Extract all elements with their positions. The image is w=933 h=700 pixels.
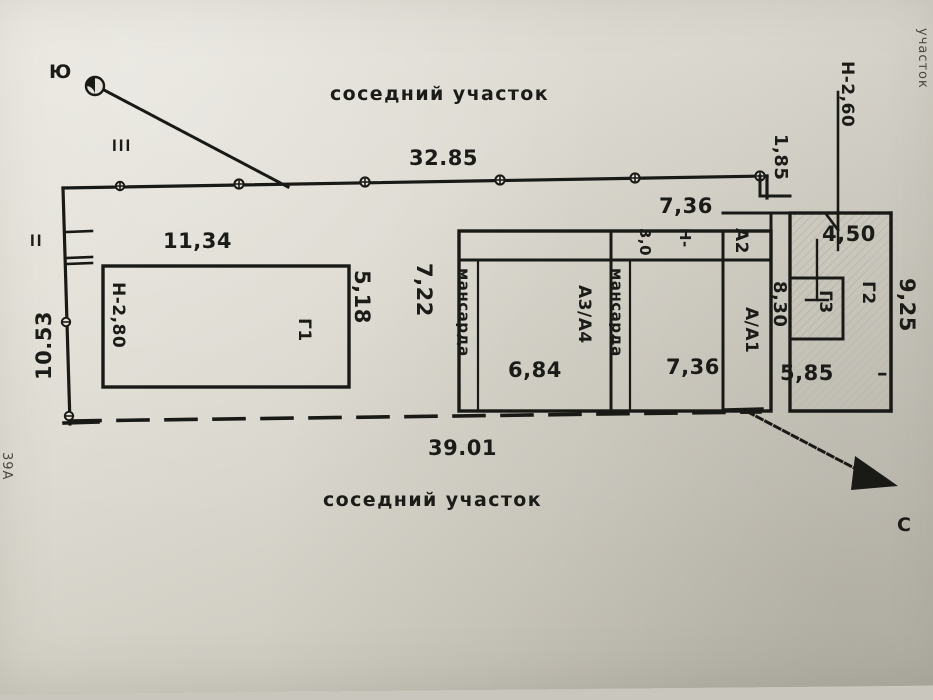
label-g1-height: Н-2,80 [108, 282, 128, 349]
dim-g1-width: 11,34 [163, 229, 232, 253]
neighbor-plot-bottom-label: соседний участок [323, 489, 543, 511]
label-aa1: А/А1 [741, 307, 761, 354]
compass-north-label: С [897, 514, 913, 536]
dim-boundary-right: 9,25 [895, 278, 919, 332]
plot-boundary-top [61, 174, 769, 190]
label-mansarda-left: мансарда [455, 268, 473, 357]
point-marker-two: II [30, 231, 44, 250]
vertex-cross-ticks [61, 171, 765, 417]
dim-aa1-width: 7,36 [666, 355, 720, 379]
building-g1-outline [101, 264, 351, 389]
label-a3a4: А3/А4 [574, 285, 594, 344]
label-mansarda-right: мансарда [608, 268, 626, 357]
edge-fragment-bottom-left: 39А [0, 452, 14, 481]
north-arrow-head [851, 456, 898, 490]
label-aa1-height-value: 3,0 [636, 228, 654, 257]
dim-boundary-left: 10.53 [32, 311, 56, 380]
point-marker-three: III [112, 136, 133, 155]
dim-right-offset: 1,85 [770, 134, 791, 181]
dim-g2-width: 4,50 [822, 222, 876, 246]
dim-a3a4-depth: 7,22 [412, 263, 436, 317]
edge-fragment-top-right: участок [915, 28, 930, 89]
dim-aa1-depth: 8,30 [769, 281, 790, 328]
dim-g1-depth: 5,18 [350, 270, 374, 324]
label-aa1-height: Н- [676, 228, 694, 248]
compass-leader-line [101, 87, 291, 190]
label-g3: Г3 [815, 290, 835, 314]
label-g2-height: Н-2,60 [837, 61, 857, 128]
label-g2: Г2 [858, 281, 878, 305]
dim-dash: – [877, 361, 888, 385]
compass-south-label: Ю [49, 61, 73, 83]
dim-bottom-right: 5,85 [780, 361, 834, 385]
dim-aa1-top-width: 7,36 [659, 194, 713, 218]
dim-tick-left-2 [64, 255, 94, 260]
north-arrow-leader [745, 409, 861, 473]
plot-boundary-bottom [68, 410, 762, 423]
neighbor-plot-top-label: соседний участок [330, 83, 550, 105]
dim-a3a4-width: 6,84 [508, 358, 562, 382]
label-a2: А2 [731, 228, 751, 254]
dim-boundary-top: 32.85 [409, 146, 478, 170]
dim-tick-left-1 [64, 229, 94, 234]
label-g1: Г1 [294, 318, 314, 342]
plot-boundary-left [61, 186, 72, 426]
dim-tick-left-3 [64, 261, 94, 266]
dim-boundary-bottom: 39.01 [428, 436, 497, 460]
